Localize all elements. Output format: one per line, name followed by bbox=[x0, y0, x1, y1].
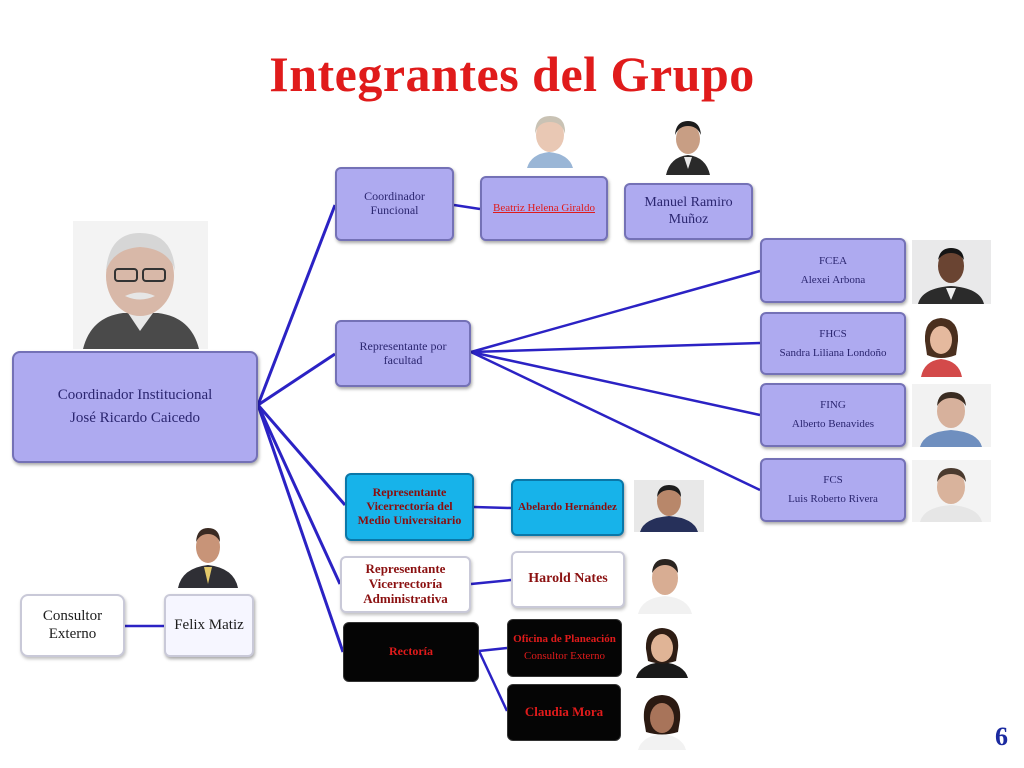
node-representante-facultad: Representante por facultad bbox=[335, 320, 471, 387]
connector-root-medio bbox=[256, 404, 347, 506]
node-oficina-planeacion: Oficina de Planeación Consultor Externo bbox=[507, 619, 622, 677]
photo-manuel-ramiro-munoz bbox=[662, 113, 714, 175]
faculty-label: FING bbox=[820, 399, 846, 412]
node-coordinador-funcional: Coordinador Funcional bbox=[335, 167, 454, 241]
photo-luis-roberto-rivera bbox=[912, 460, 991, 522]
node-fcea: FCEA Alexei Arbona bbox=[760, 238, 906, 303]
page-number: 6 bbox=[995, 722, 1008, 751]
connector-rectoria-planeacion bbox=[478, 646, 508, 653]
node-harold-nates: Harold Nates bbox=[511, 551, 625, 608]
node-person-name: José Ricardo Caicedo bbox=[70, 410, 200, 426]
node-abelardo-hernandez: Abelardo Hernández bbox=[511, 479, 624, 536]
faculty-label: FCEA bbox=[818, 254, 848, 267]
connector-administrativa-harold bbox=[470, 578, 512, 586]
connector-funcional-beatriz bbox=[453, 203, 481, 211]
node-fing: FING Alberto Benavides bbox=[760, 383, 906, 447]
node-role: Representante Vicerrectoría del Medio Un… bbox=[357, 485, 462, 527]
node-role: Coordinador Institucional bbox=[57, 386, 213, 403]
photo-jose-ricardo-caicedo bbox=[73, 221, 208, 349]
connector-medio-abelardo bbox=[473, 505, 512, 510]
node-manuel-ramiro-munoz: Manuel Ramiro Muñoz bbox=[624, 183, 753, 240]
photo-alexei-arbona bbox=[912, 240, 991, 304]
node-person-name: Manuel Ramiro Muñoz bbox=[644, 195, 733, 227]
node-person-name: Felix Matiz bbox=[174, 616, 244, 633]
node-vicerrectoria-medio-universitario: Representante Vicerrectoría del Medio Un… bbox=[345, 473, 474, 541]
photo-sandra-liliana-londono bbox=[919, 311, 964, 377]
node-role: Consultor Externo bbox=[42, 608, 103, 642]
faculty-label: FCS bbox=[823, 474, 843, 487]
node-role: Representante Vicerrectoría Administrati… bbox=[363, 561, 448, 606]
connector-root-administrativa bbox=[256, 404, 342, 585]
photo-oficina-planeacion bbox=[628, 623, 696, 678]
node-person-name: Alexei Arbona bbox=[800, 273, 866, 286]
slide-title: Integrantes del Grupo bbox=[269, 46, 755, 102]
node-person-name: Abelardo Hernández bbox=[518, 501, 617, 514]
connector-facultad-fing bbox=[470, 350, 761, 417]
node-felix-matiz: Felix Matiz bbox=[164, 594, 254, 657]
node-line2: Consultor Externo bbox=[524, 650, 605, 662]
node-fhcs: FHCS Sandra Liliana Londoño bbox=[760, 312, 906, 375]
node-vicerrectoria-administrativa: Representante Vicerrectoría Administrati… bbox=[340, 556, 471, 613]
node-person-name: Luis Roberto Rivera bbox=[788, 493, 878, 505]
node-rectoria: Rectoría bbox=[343, 622, 479, 682]
node-fcs: FCS Luis Roberto Rivera bbox=[760, 458, 906, 522]
node-consultor-externo: Consultor Externo bbox=[20, 594, 125, 657]
connector-rectoria-claudia bbox=[477, 650, 509, 712]
node-role: Representante por facultad bbox=[359, 338, 447, 367]
node-role: Rectoría bbox=[389, 644, 433, 659]
photo-alberto-benavides bbox=[912, 384, 991, 447]
photo-felix-matiz bbox=[176, 522, 240, 588]
photo-abelardo-hernandez bbox=[634, 480, 704, 532]
node-role: Coordinador Funcional bbox=[364, 189, 425, 217]
connector-root-rectoria bbox=[256, 404, 345, 653]
node-beatriz-helena-giraldo[interactable]: Beatriz Helena Giraldo bbox=[480, 176, 608, 241]
node-person-name: Harold Nates bbox=[528, 571, 608, 587]
person-link-beatriz[interactable]: Beatriz Helena Giraldo bbox=[492, 202, 595, 215]
photo-harold-nates bbox=[630, 552, 700, 614]
connector-root-funcional bbox=[256, 204, 337, 406]
node-person-name: Claudia Mora bbox=[524, 704, 604, 720]
faculty-label: FHCS bbox=[819, 327, 847, 340]
node-person-name: Alberto Benavides bbox=[791, 418, 875, 430]
node-coordinador-institucional: Coordinador Institucional José Ricardo C… bbox=[12, 351, 258, 463]
connector-facultad-fcs bbox=[470, 350, 761, 492]
connector-facultad-fcea bbox=[470, 269, 761, 354]
connector-facultad-fhcs bbox=[470, 341, 761, 354]
node-claudia-mora: Claudia Mora bbox=[507, 684, 621, 741]
connector-root-facultad bbox=[257, 352, 336, 407]
photo-claudia-mora bbox=[632, 690, 692, 750]
photo-beatriz-helena-giraldo bbox=[513, 110, 588, 168]
node-line1: Oficina de Planeación bbox=[513, 633, 616, 646]
node-person-name: Sandra Liliana Londoño bbox=[779, 346, 887, 359]
